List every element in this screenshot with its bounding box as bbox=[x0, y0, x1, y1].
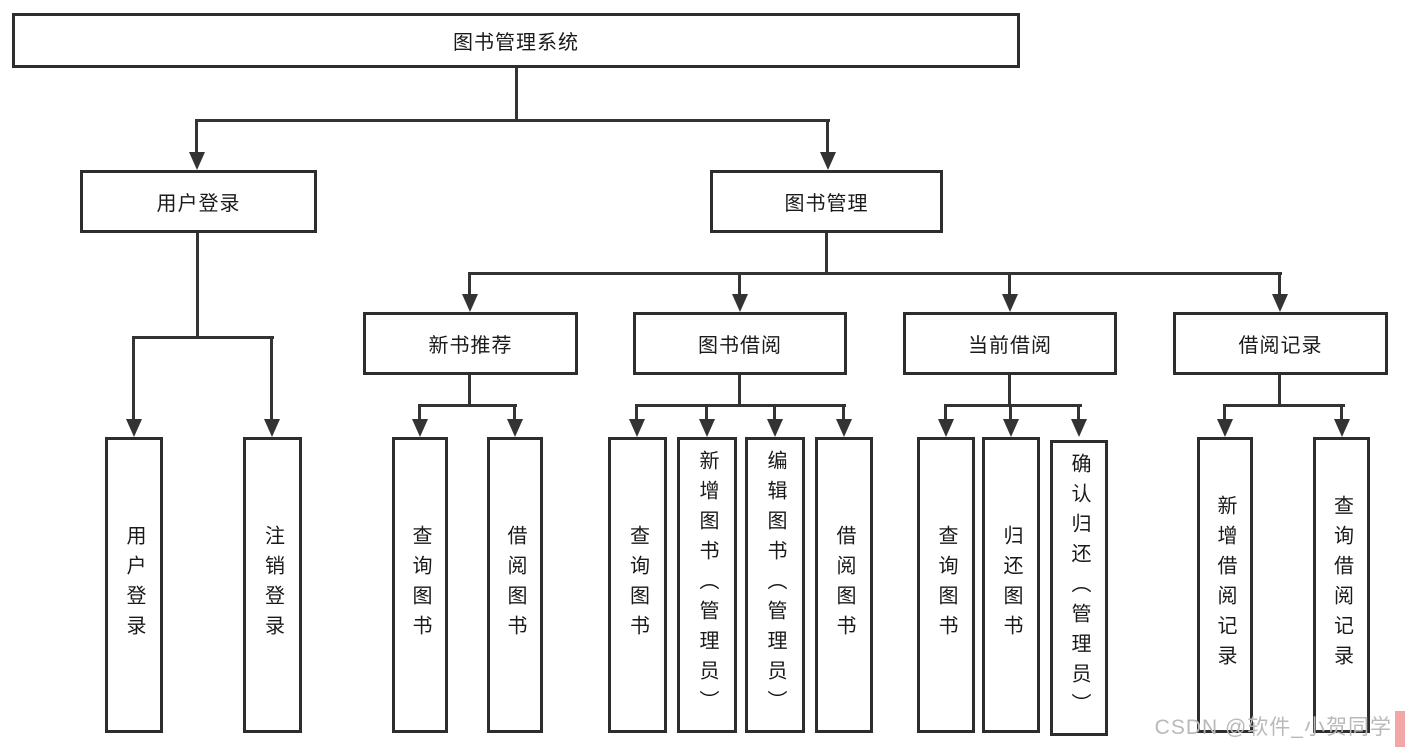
arrowhead-icon bbox=[126, 419, 142, 437]
watermark: CSDN @软件_小贺同学 bbox=[1154, 716, 1392, 739]
connector-root-rail bbox=[196, 119, 830, 122]
node-root: 图书管理系统 bbox=[12, 13, 1020, 68]
connector-borrow-stem bbox=[738, 375, 741, 406]
node-new-book-recommend: 新书推荐 bbox=[363, 312, 578, 375]
connector-drop bbox=[738, 272, 741, 297]
leaf-label: 编辑图书（管理员） bbox=[764, 450, 786, 720]
watermark-accent-strip bbox=[1395, 711, 1405, 747]
leaf-confirm-return-admin: 确认归还（管理员） bbox=[1050, 440, 1108, 736]
connector-drop bbox=[826, 119, 829, 156]
node-user-login: 用户登录 bbox=[80, 170, 317, 233]
arrowhead-icon bbox=[1217, 419, 1233, 437]
node-book-management-label: 图书管理 bbox=[784, 193, 869, 215]
leaf-user-login: 用户登录 bbox=[105, 437, 163, 733]
connector-drop bbox=[635, 404, 638, 423]
arrowhead-icon bbox=[1272, 294, 1288, 312]
arrowhead-icon bbox=[836, 419, 852, 437]
connector-recommend-rail bbox=[418, 404, 517, 407]
connector-drop bbox=[773, 404, 776, 423]
connector-records-rail bbox=[1223, 404, 1345, 407]
leaf-recommend-query-books: 查询图书 bbox=[392, 437, 448, 733]
connector-drop bbox=[513, 404, 516, 423]
arrowhead-icon bbox=[629, 419, 645, 437]
node-user-login-label: 用户登录 bbox=[156, 193, 241, 215]
leaf-label: 用户登录 bbox=[123, 525, 145, 645]
node-book-borrow: 图书借阅 bbox=[633, 312, 847, 375]
connector-drop bbox=[195, 119, 198, 156]
leaf-label: 确认归还（管理员） bbox=[1068, 453, 1090, 723]
leaf-label: 新增借阅记录 bbox=[1214, 495, 1236, 675]
arrowhead-icon bbox=[699, 419, 715, 437]
node-current-borrow: 当前借阅 bbox=[903, 312, 1117, 375]
leaf-label: 借阅图书 bbox=[833, 525, 855, 645]
leaf-edit-books-admin: 编辑图书（管理员） bbox=[745, 437, 805, 733]
arrowhead-icon bbox=[264, 419, 280, 437]
node-book-borrow-label: 图书借阅 bbox=[698, 335, 782, 357]
connector-drop bbox=[1278, 272, 1281, 297]
arrowhead-icon bbox=[1071, 419, 1087, 437]
arrowhead-icon bbox=[412, 419, 428, 437]
leaf-query-borrow-record: 查询借阅记录 bbox=[1313, 437, 1370, 733]
node-borrow-records: 借阅记录 bbox=[1173, 312, 1388, 375]
connector-recommend-stem bbox=[468, 375, 471, 406]
leaf-borrow-query-books: 查询图书 bbox=[608, 437, 667, 733]
leaf-add-books-admin: 新增图书（管理员） bbox=[677, 437, 737, 733]
connector-drop bbox=[1340, 404, 1343, 423]
leaf-label: 查询图书 bbox=[626, 525, 649, 645]
leaf-add-borrow-record: 新增借阅记录 bbox=[1197, 437, 1253, 733]
arrowhead-icon bbox=[462, 294, 478, 312]
arrowhead-icon bbox=[820, 152, 836, 170]
connector-drop bbox=[944, 404, 947, 423]
leaf-borrow-books: 借阅图书 bbox=[815, 437, 873, 733]
leaf-logout: 注销登录 bbox=[243, 437, 302, 733]
connector-drop bbox=[1077, 404, 1080, 423]
connector-drop bbox=[418, 404, 421, 423]
connector-mgmt-stem bbox=[825, 233, 828, 274]
leaf-recommend-borrow-books: 借阅图书 bbox=[487, 437, 543, 733]
connector-drop bbox=[1008, 272, 1011, 297]
connector-drop bbox=[705, 404, 708, 423]
leaf-label: 注销登录 bbox=[261, 525, 284, 645]
node-current-borrow-label: 当前借阅 bbox=[968, 335, 1052, 357]
node-book-management: 图书管理 bbox=[710, 170, 943, 233]
connector-current-rail bbox=[944, 404, 1082, 407]
arrowhead-icon bbox=[507, 419, 523, 437]
leaf-label: 查询图书 bbox=[935, 525, 957, 645]
arrowhead-icon bbox=[1334, 419, 1350, 437]
connector-login-rail bbox=[132, 336, 274, 339]
connector-drop bbox=[468, 272, 471, 297]
leaf-label: 新增图书（管理员） bbox=[696, 450, 718, 720]
connector-drop bbox=[1009, 404, 1012, 423]
node-borrow-records-label: 借阅记录 bbox=[1238, 335, 1323, 357]
leaf-label: 归还图书 bbox=[1000, 525, 1022, 645]
leaf-label: 查询图书 bbox=[409, 525, 431, 645]
node-new-book-recommend-label: 新书推荐 bbox=[428, 335, 513, 357]
connector-login-stem bbox=[196, 233, 199, 338]
connector-drop bbox=[270, 336, 273, 423]
connector-drop bbox=[842, 404, 845, 423]
connector-drop bbox=[1223, 404, 1226, 423]
arrowhead-icon bbox=[938, 419, 954, 437]
leaf-label: 借阅图书 bbox=[504, 525, 526, 645]
arrowhead-icon bbox=[732, 294, 748, 312]
connector-records-stem bbox=[1278, 375, 1281, 406]
leaf-current-query-books: 查询图书 bbox=[917, 437, 975, 733]
arrowhead-icon bbox=[767, 419, 783, 437]
arrowhead-icon bbox=[1003, 419, 1019, 437]
connector-mgmt-rail bbox=[468, 272, 1282, 275]
node-root-label: 图书管理系统 bbox=[453, 32, 579, 54]
arrowhead-icon bbox=[189, 152, 205, 170]
connector-drop bbox=[132, 336, 135, 423]
connector-root-stem bbox=[515, 68, 518, 120]
connector-borrow-rail bbox=[635, 404, 846, 407]
arrowhead-icon bbox=[1002, 294, 1018, 312]
leaf-label: 查询借阅记录 bbox=[1330, 495, 1353, 675]
leaf-return-books: 归还图书 bbox=[982, 437, 1040, 733]
connector-current-stem bbox=[1008, 375, 1011, 406]
